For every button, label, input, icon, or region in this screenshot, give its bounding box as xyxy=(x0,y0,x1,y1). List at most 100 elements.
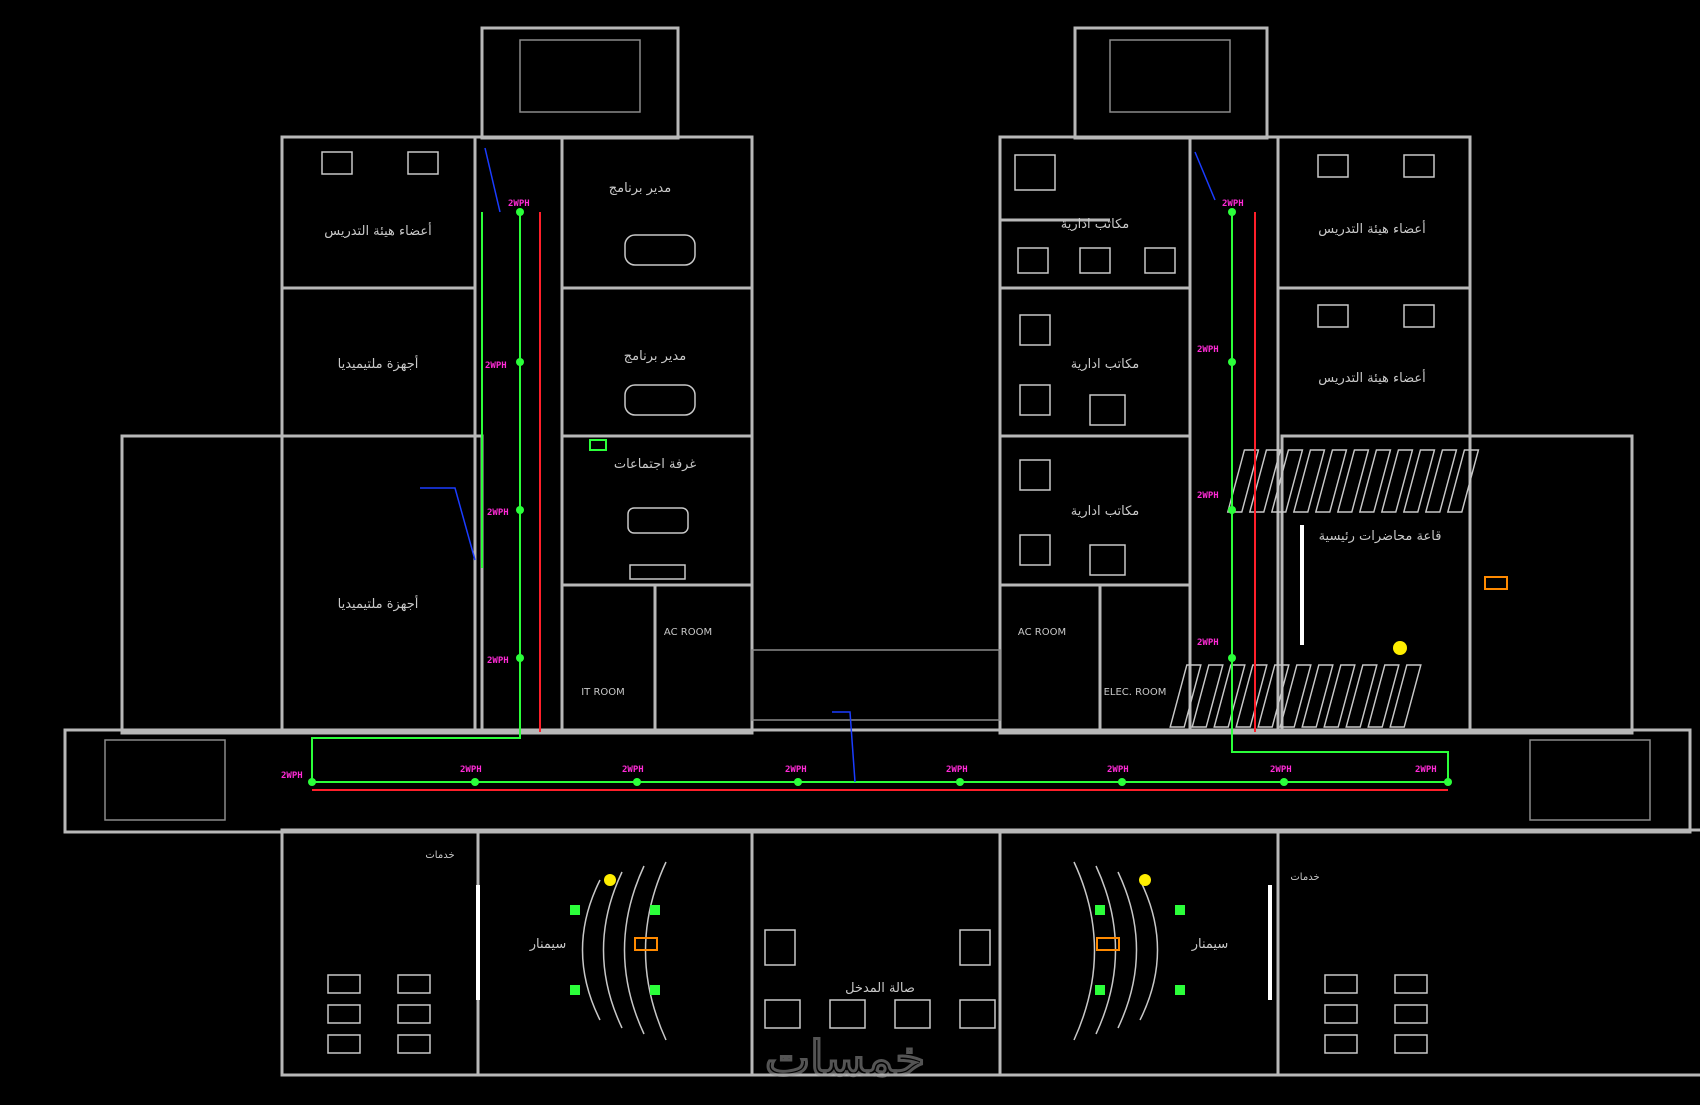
room-label: خدمات xyxy=(1290,872,1319,883)
seat-row xyxy=(1279,664,1312,728)
green-cable-left xyxy=(311,212,521,782)
room-label: مكاتب ادارية xyxy=(1071,504,1140,519)
room-label: ELEC. ROOM xyxy=(1104,687,1167,698)
tag: 2WPH xyxy=(785,765,807,775)
tag: 2WPH xyxy=(485,361,507,371)
tag: 2WPH xyxy=(508,199,530,209)
room-labels: أعضاء هيئة التدريس أجهزة ملتيميديا أجهزة… xyxy=(324,181,1441,996)
seat-row xyxy=(1314,449,1348,513)
room-label: مكاتب ادارية xyxy=(1071,357,1140,372)
stair-top-left xyxy=(480,26,680,140)
tag: 2WPH xyxy=(1197,638,1219,648)
watermark: خمسات xyxy=(765,1031,925,1087)
cable-tags: 2WPH 2WPH 2WPH 2WPH 2WPH 2WPH 2WPH 2WPH … xyxy=(281,199,1437,781)
stair-right xyxy=(1529,739,1651,821)
stair-top-right xyxy=(1073,26,1269,140)
link-bridge xyxy=(751,649,1001,721)
seat-row xyxy=(1169,664,1202,728)
devices xyxy=(570,439,1508,995)
stair-top-left-inner xyxy=(519,39,641,113)
cable-node xyxy=(633,778,641,786)
seat-row xyxy=(1235,664,1268,728)
leader-line xyxy=(420,487,476,561)
corridor-wall xyxy=(63,728,1692,834)
tag: 2WPH xyxy=(1222,199,1244,209)
bottom-block-wall xyxy=(280,828,1700,1077)
room-label: صالة المدخل xyxy=(845,981,915,996)
room-label: مدير برنامج xyxy=(624,349,686,364)
seat-row xyxy=(1301,664,1334,728)
seat-row xyxy=(1270,449,1304,513)
tag: 2WPH xyxy=(281,771,303,781)
cable-node xyxy=(1228,506,1236,514)
room-label: غرفة اجتماعات xyxy=(614,457,696,472)
cable-node xyxy=(471,778,479,786)
seat-row xyxy=(1358,449,1392,513)
seat-row xyxy=(1292,449,1326,513)
lecture-hall-wall xyxy=(1280,434,1634,735)
building-walls xyxy=(63,26,1700,1077)
cable-node xyxy=(516,358,524,366)
seat-row xyxy=(1248,449,1282,513)
room-label: أعضاء هيئة التدريس xyxy=(1318,369,1425,386)
room-label: مكاتب ادارية xyxy=(1061,217,1130,232)
cable-node xyxy=(516,654,524,662)
cable-node xyxy=(956,778,964,786)
lecture-hall-seating xyxy=(1169,449,1480,728)
seat-row xyxy=(1380,449,1414,513)
room-label: مدير برنامج xyxy=(609,181,671,196)
leader-line xyxy=(1194,151,1216,201)
room-label: أعضاء هيئة التدريس xyxy=(1318,220,1425,237)
cable-node xyxy=(1280,778,1288,786)
cable-node xyxy=(794,778,802,786)
seat-row xyxy=(1191,664,1224,728)
seat-row xyxy=(1389,664,1422,728)
room-label: أعضاء هيئة التدريس xyxy=(324,222,431,239)
tag: 2WPH xyxy=(1270,765,1292,775)
cable-node xyxy=(516,506,524,514)
cable-runs xyxy=(308,147,1452,791)
seat-row xyxy=(1345,664,1378,728)
seat-row xyxy=(1257,664,1290,728)
room-label: سيمنار xyxy=(529,937,567,952)
tag: 2WPH xyxy=(1197,491,1219,501)
left-annex-wall xyxy=(120,434,484,735)
room-label: AC ROOM xyxy=(1018,627,1066,638)
tag: 2WPH xyxy=(622,765,644,775)
leader-line xyxy=(484,147,501,213)
seat-row xyxy=(1323,664,1356,728)
seat-row xyxy=(1402,449,1436,513)
green-cable-right xyxy=(1231,212,1449,782)
partitions xyxy=(282,137,1470,733)
cable-node xyxy=(1228,358,1236,366)
cable-nodes xyxy=(308,208,1452,786)
room-label: IT ROOM xyxy=(581,687,625,698)
tag: 2WPH xyxy=(487,508,509,518)
tag: 2WPH xyxy=(1107,765,1129,775)
cable-node xyxy=(1228,208,1236,216)
stair-top-right-inner xyxy=(1109,39,1231,113)
room-label: أجهزة ملتيميديا xyxy=(338,595,419,612)
tag: 2WPH xyxy=(487,656,509,666)
cable-node xyxy=(1118,778,1126,786)
cable-node xyxy=(308,778,316,786)
seat-row xyxy=(1336,449,1370,513)
room-label: أجهزة ملتيميديا xyxy=(338,355,419,372)
seat-row xyxy=(1213,664,1246,728)
tag: 2WPH xyxy=(1197,345,1219,355)
furniture xyxy=(321,151,1480,1054)
room-label: قاعة محاضرات رئيسية xyxy=(1319,529,1442,544)
seat-row xyxy=(1424,449,1458,513)
tag: 2WPH xyxy=(946,765,968,775)
stair-left xyxy=(104,739,226,821)
cable-node xyxy=(1444,778,1452,786)
cable-node xyxy=(1228,654,1236,662)
seat-row xyxy=(1367,664,1400,728)
room-label: AC ROOM xyxy=(664,627,712,638)
tag: 2WPH xyxy=(1415,765,1437,775)
tag: 2WPH xyxy=(460,765,482,775)
room-label: سيمنار xyxy=(1191,937,1229,952)
leader-line xyxy=(832,711,856,783)
room-label: خدمات xyxy=(425,850,454,861)
